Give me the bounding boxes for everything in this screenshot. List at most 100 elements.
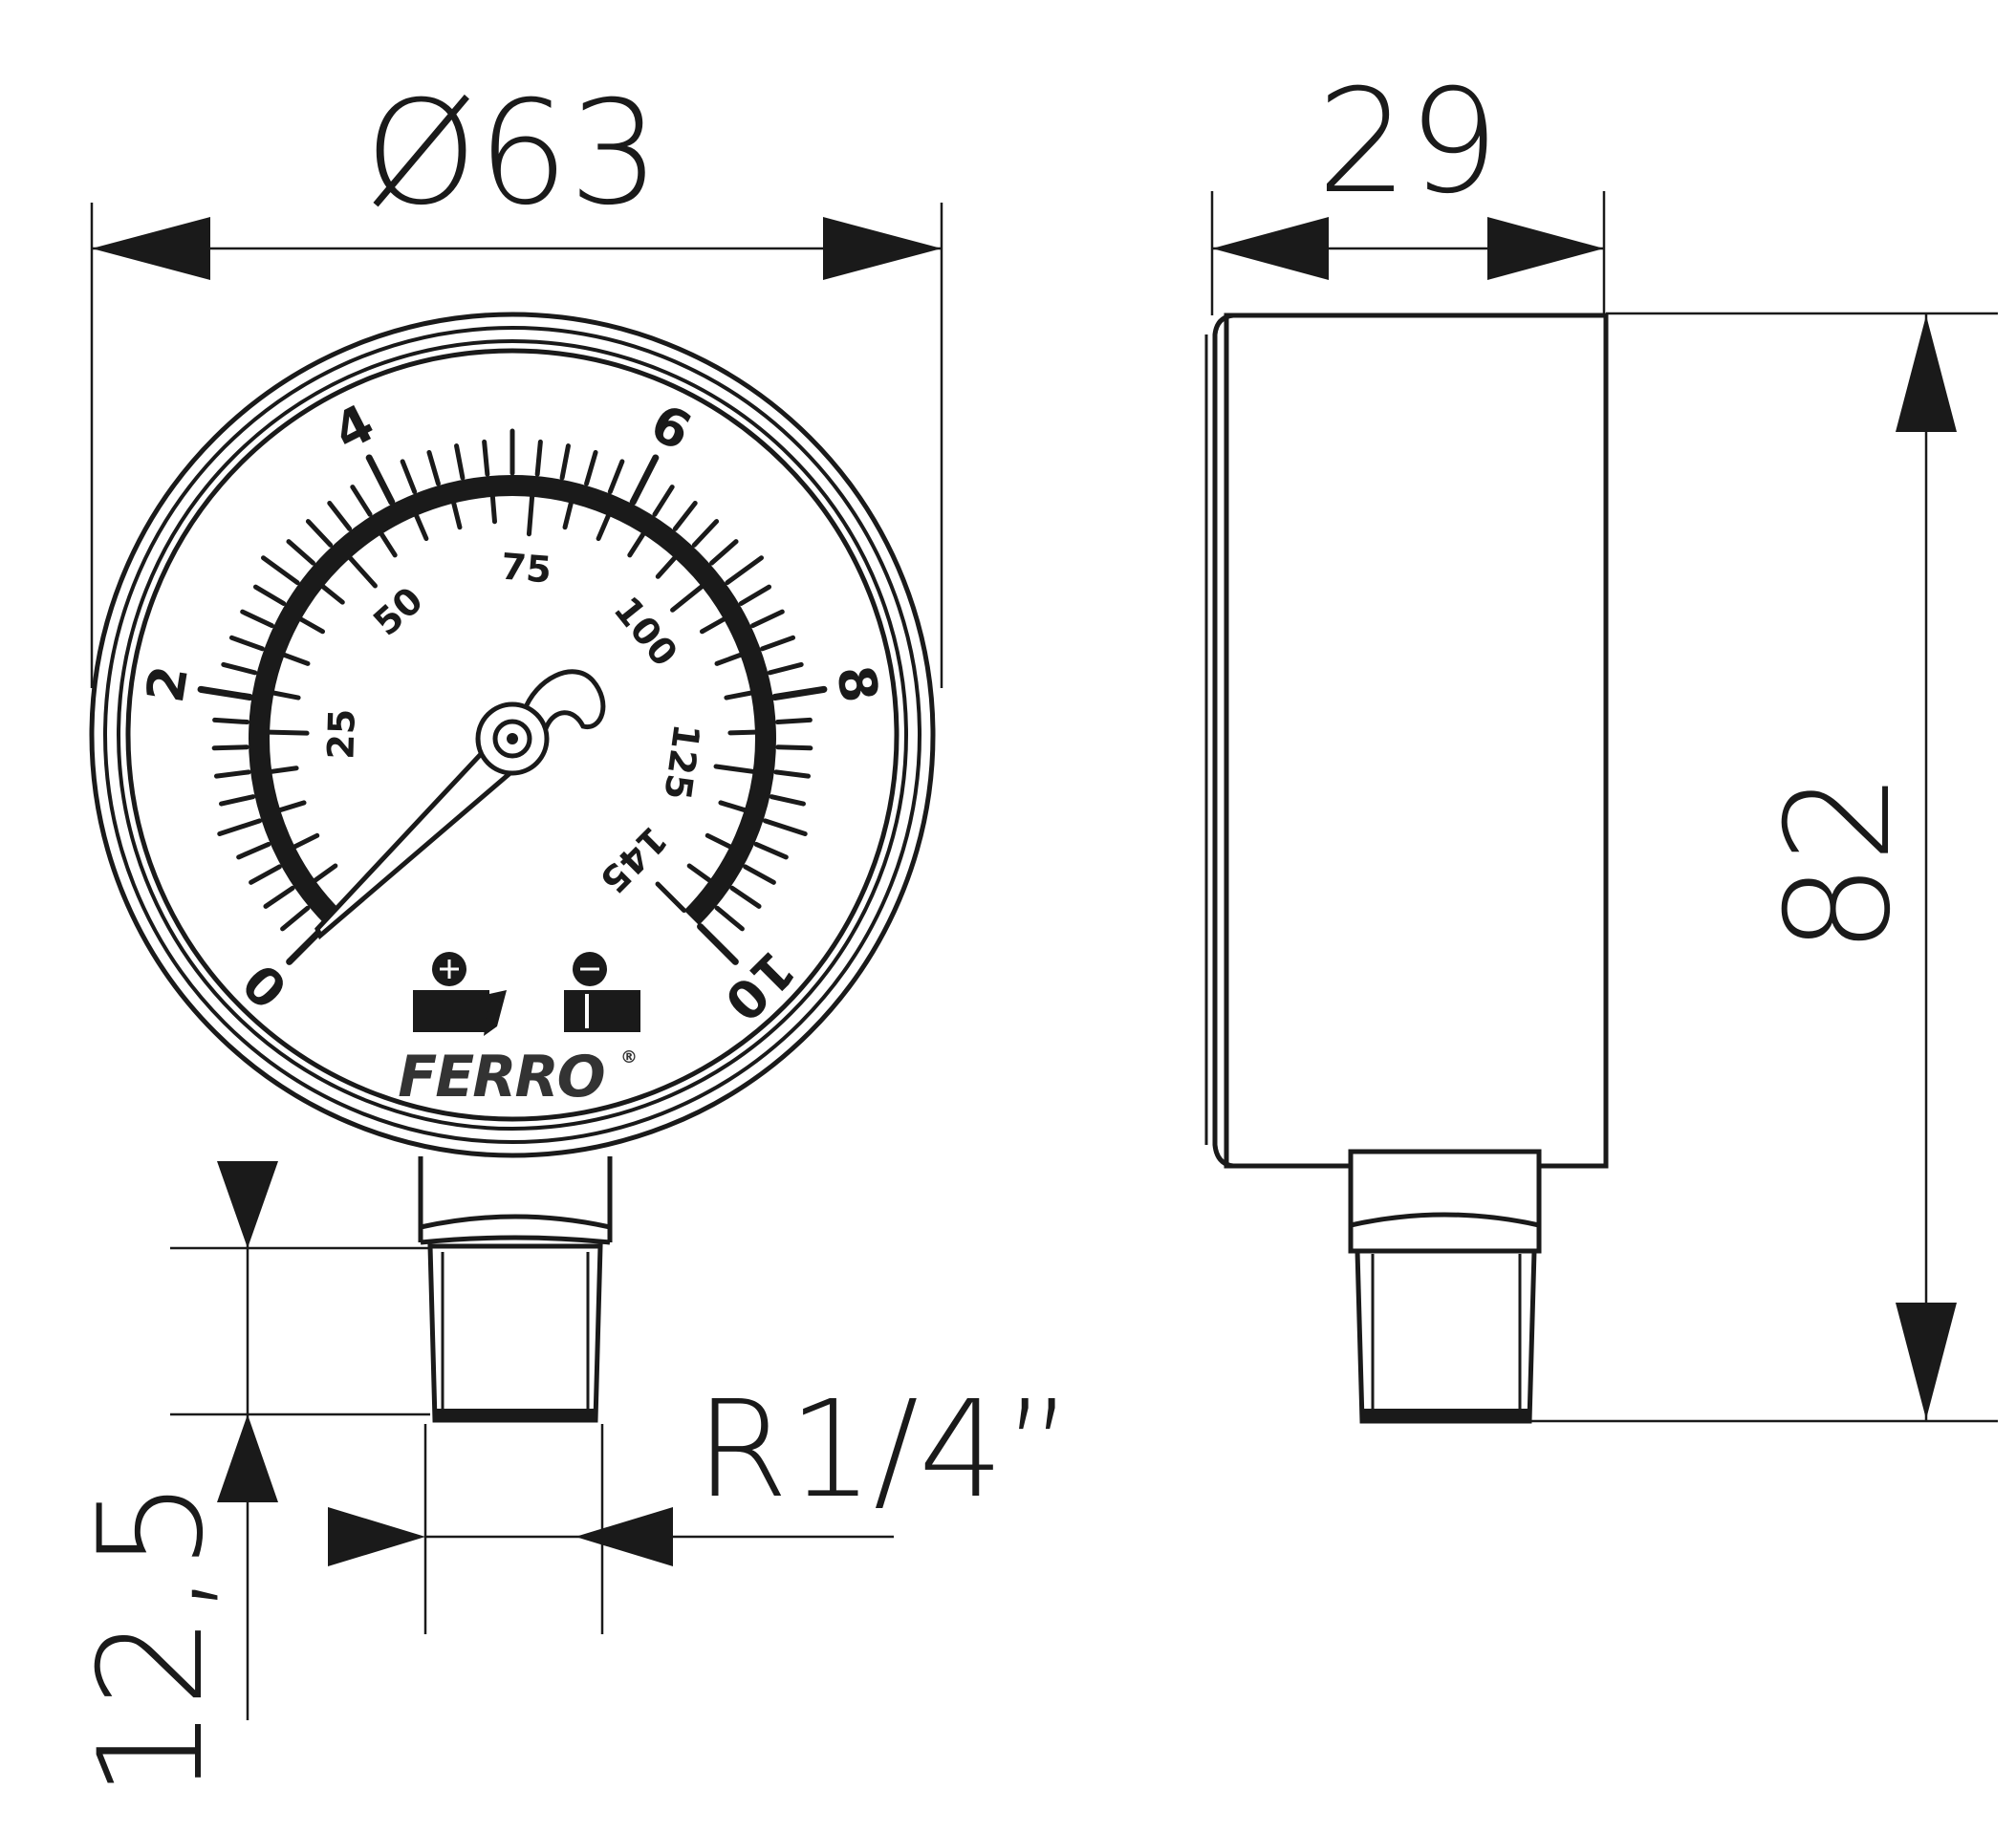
case-outline [1224, 313, 1609, 1169]
psi-tick [655, 555, 678, 579]
brand-name: FERRO [398, 1044, 603, 1111]
bar-tick [709, 539, 739, 566]
side-nut-curve [1350, 1212, 1540, 1228]
psi-tick [627, 531, 646, 558]
bar-tick [280, 905, 311, 932]
bar-scale-label: 6 [641, 393, 701, 463]
psi-tick [713, 764, 756, 774]
bar-tick [350, 485, 373, 517]
bar-tick [767, 661, 804, 676]
depth-dimension: 29 [1210, 59, 1606, 315]
case-bezel-edge [1212, 313, 1234, 1169]
psi-tick [451, 501, 463, 530]
thread-length-dimension: 12,5 [69, 1161, 430, 1799]
bar-tick [629, 454, 660, 506]
psi-tick [727, 729, 758, 736]
diameter-label: Ø63 [365, 71, 661, 237]
bar-tick [743, 864, 776, 885]
bar-tick [454, 443, 466, 481]
bar-tick [305, 519, 334, 548]
gauge-pointer [314, 669, 606, 940]
arrow-left [1212, 217, 1329, 280]
bar-tick [217, 818, 263, 837]
bar-unit-icon [413, 952, 507, 1036]
bar-tick [725, 555, 765, 586]
height-label: 82 [1756, 772, 1922, 955]
psi-tick [699, 616, 726, 635]
bar-tick [769, 794, 806, 807]
bar-tick [228, 635, 265, 652]
bar-tick [773, 769, 812, 779]
psi-unit-icon [564, 952, 640, 1032]
side-hex-nut [1348, 1149, 1542, 1254]
bezel-ring-2 [103, 326, 921, 1144]
bar-tick [286, 539, 315, 566]
registered-mark: ® [620, 1047, 638, 1067]
bar-tick [534, 439, 543, 477]
bar-tick [672, 500, 698, 531]
bar-tick [211, 744, 249, 751]
thread [427, 1243, 603, 1423]
bar-tick [697, 923, 739, 965]
psi-tick [718, 800, 748, 813]
case-body [1204, 313, 1609, 1169]
psi-scale-label: 100 [606, 589, 686, 674]
psi-tick [655, 881, 687, 914]
arrow-right [1487, 217, 1604, 280]
psi-tick [686, 863, 712, 883]
psi-tick [271, 690, 301, 701]
arrow-bottom [1896, 1303, 1957, 1419]
bar-scale-label: 4 [324, 393, 383, 463]
stem-curve-top [420, 1214, 611, 1230]
psi-scale-label: 75 [499, 546, 553, 592]
psi-scale-label: 25 [319, 708, 362, 760]
psi-scale-label: 50 [365, 579, 431, 644]
height-dimension: 82 [1529, 312, 1998, 1423]
psi-tick [313, 863, 338, 883]
psi-tick [292, 832, 320, 850]
arrow-top [217, 1161, 278, 1248]
psi-tick [705, 832, 733, 850]
thread-size-dimension: R1/4” [328, 1372, 1073, 1634]
bar-tick [263, 885, 295, 909]
psi-tick [526, 494, 535, 537]
psi-tick [282, 652, 311, 666]
bar-tick [775, 744, 813, 751]
diameter-dimension: Ø63 [90, 71, 943, 688]
psi-tick [298, 616, 326, 635]
bar-tick [197, 685, 253, 701]
arrow-bottom [217, 1414, 278, 1502]
bar-scale-label: 8 [825, 661, 890, 706]
bar-tick [249, 864, 282, 885]
depth-label: 29 [1317, 59, 1500, 226]
bar-tick [771, 685, 828, 701]
bar-tick [729, 885, 762, 909]
psi-tick [714, 652, 743, 666]
bar-tick [260, 555, 300, 586]
arrow-right [575, 1507, 673, 1566]
psi-tick [489, 494, 497, 525]
psi-tick [277, 800, 307, 813]
bar-tick [327, 500, 353, 531]
psi-tick [596, 513, 611, 542]
stem-curve-bottom [420, 1235, 611, 1245]
bar-tick [213, 769, 251, 779]
bar-tick [252, 584, 287, 606]
psi-scale-label: 125 [656, 722, 707, 803]
psi-tick [670, 584, 705, 613]
bar-tick [219, 794, 256, 807]
bar-tick [738, 584, 772, 606]
bar-tick [760, 635, 796, 652]
arrow-left [328, 1507, 425, 1566]
bar-tick [365, 454, 396, 506]
bezel-outer-ring [89, 312, 936, 1158]
bar-scale-label: 2 [135, 661, 200, 706]
bar-tick [426, 449, 441, 486]
bar-scale-ticks [197, 428, 828, 965]
pointer-pivot [507, 733, 518, 744]
arrow-top [1896, 315, 1957, 432]
psi-tick [724, 690, 753, 701]
